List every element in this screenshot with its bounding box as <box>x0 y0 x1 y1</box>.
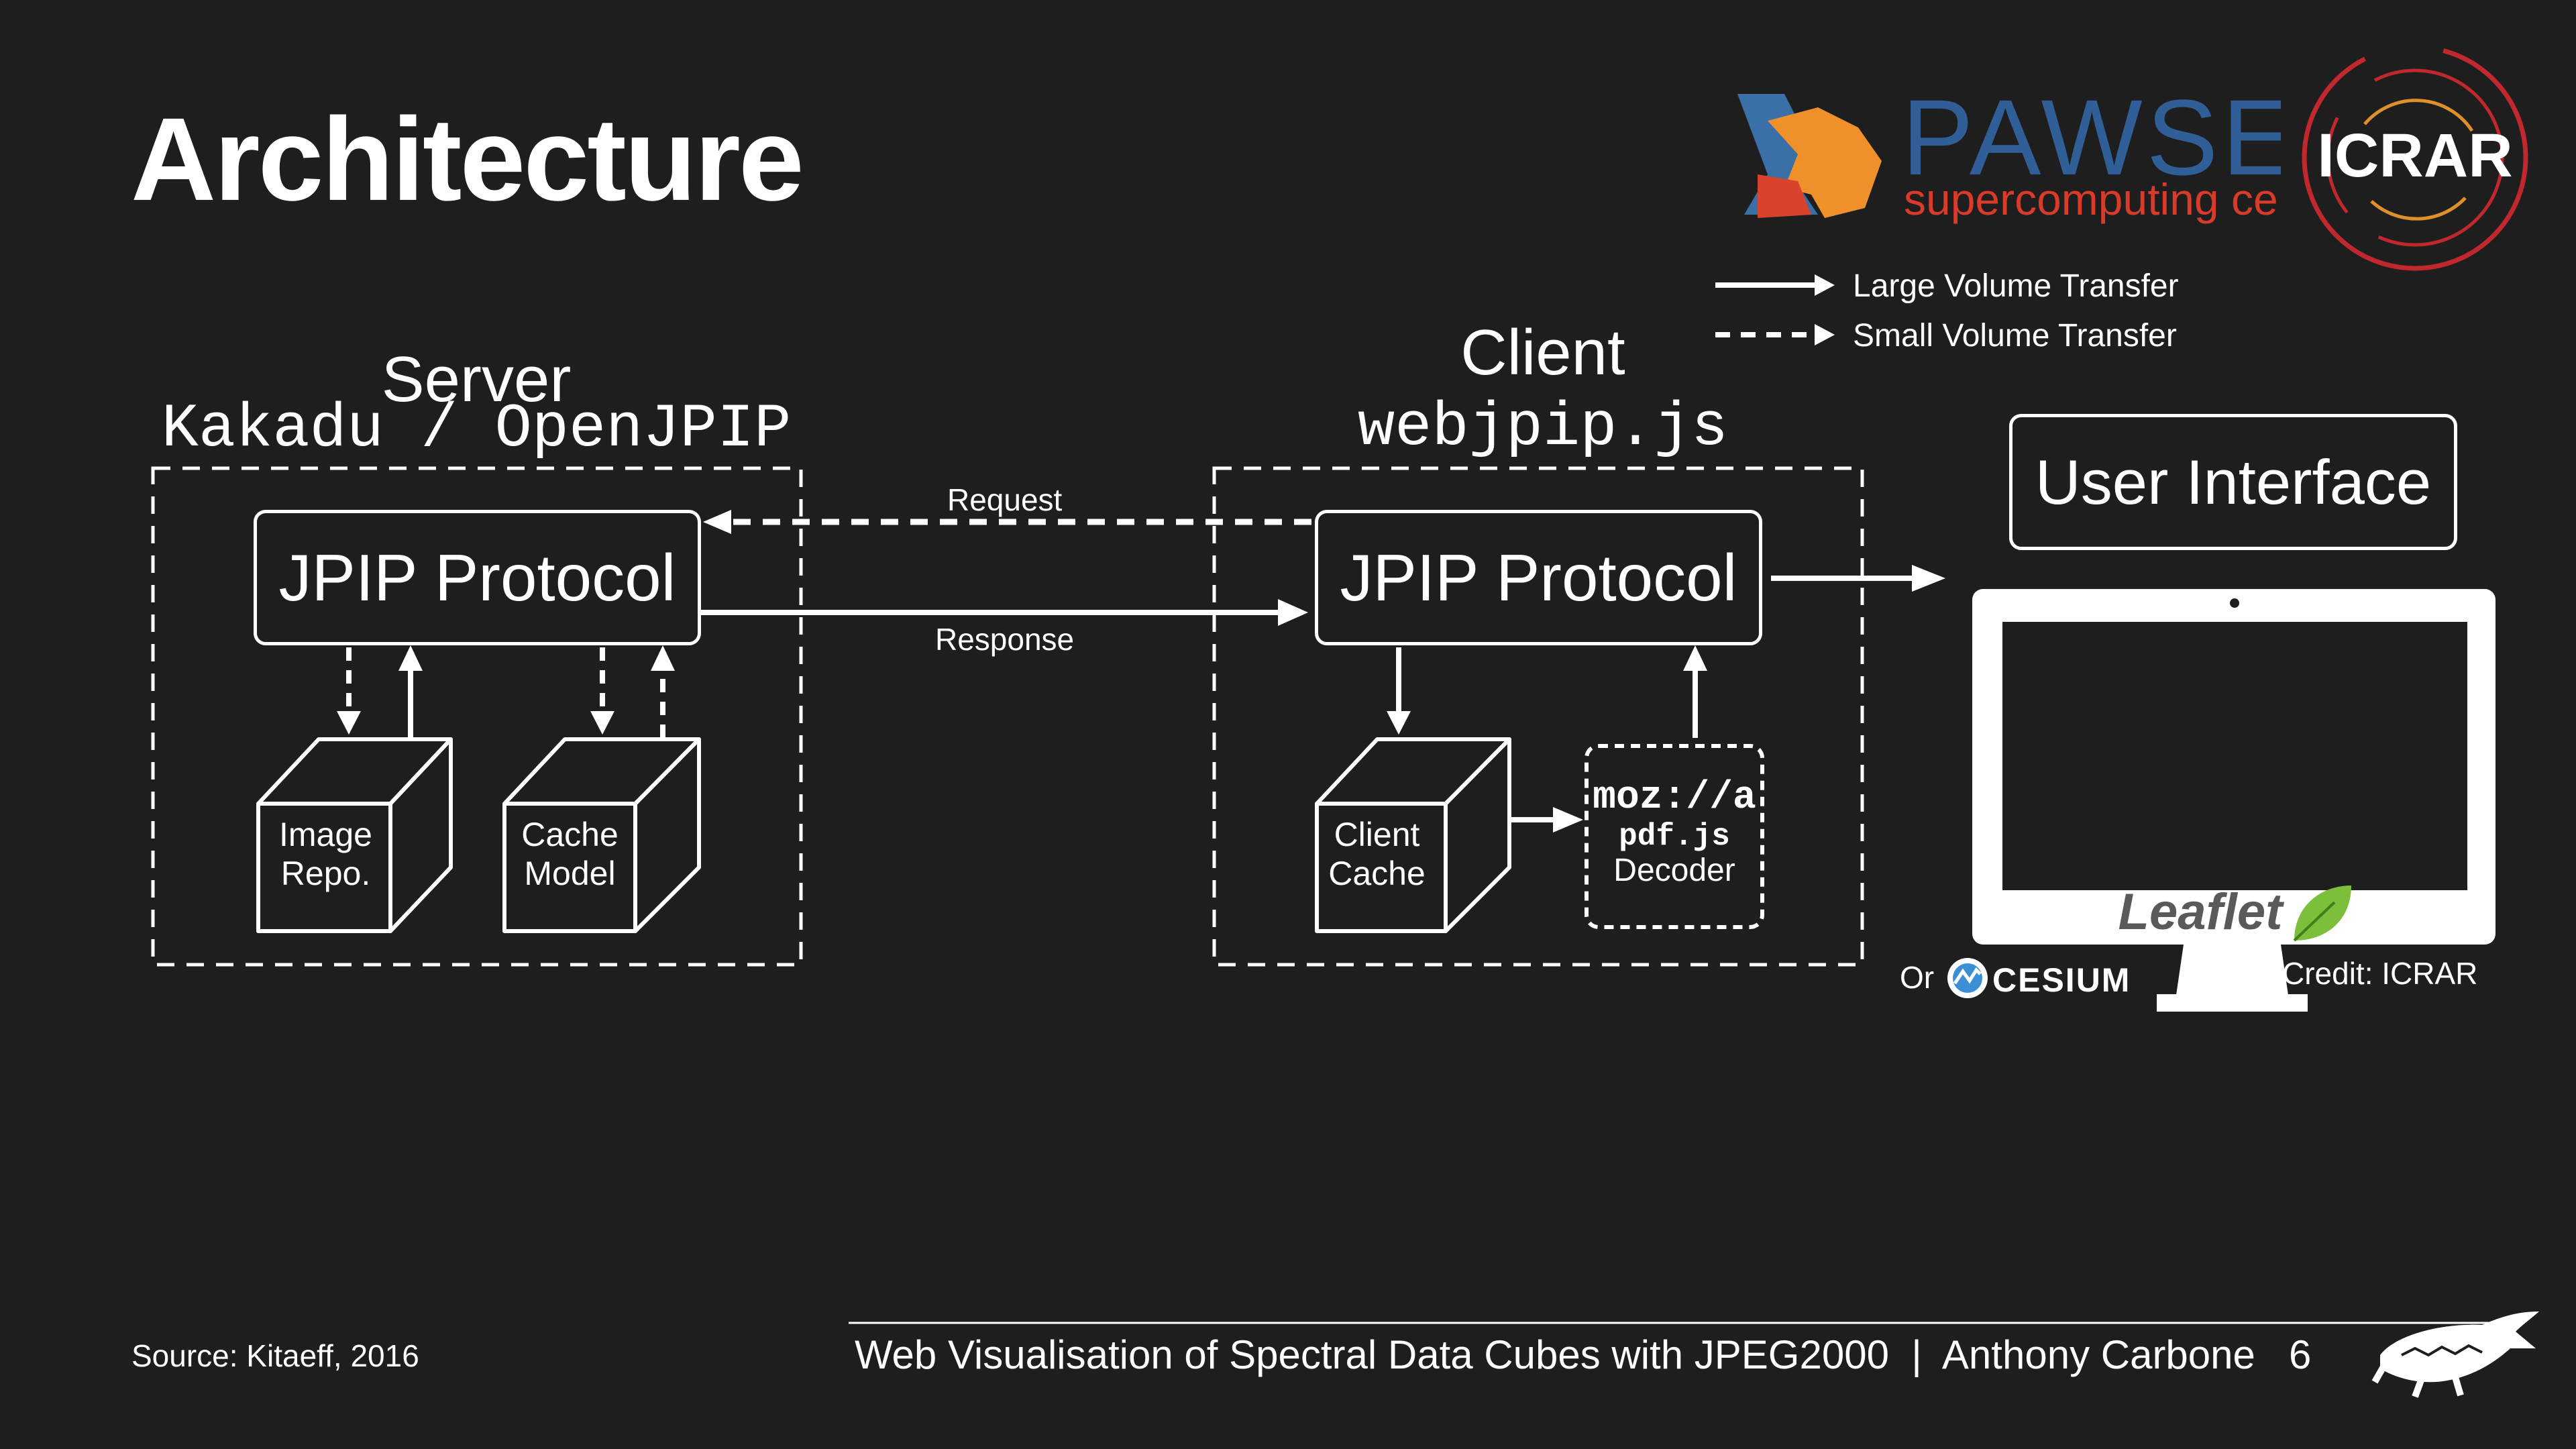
decoder-label: moz://a pdf.js Decoder <box>1587 777 1762 889</box>
cache-model-cube <box>502 737 701 933</box>
server-subheading: Kakadu / OpenJPIP <box>161 394 792 464</box>
leaflet-text: Leaflet <box>2118 883 2285 941</box>
decoder-box <box>1585 744 1764 929</box>
icrar-name: ICRAR <box>2317 121 2512 190</box>
page-number: 6 <box>2289 1332 2312 1377</box>
client-cache-cube <box>1315 737 1511 933</box>
request-label: Request <box>947 482 1063 517</box>
client-container <box>1212 466 1864 967</box>
cache-to-decoder-arrowhead <box>1553 807 1583 833</box>
client-subheading: webjpip.js <box>1357 392 1729 463</box>
monitor-icon <box>1972 589 2496 1012</box>
legend-large-label: Large Volume Transfer <box>1853 268 2179 304</box>
source-citation: Source: Kitaeff, 2016 <box>131 1338 419 1373</box>
decoder-text: Decoder <box>1613 853 1735 889</box>
repo-down-arrowhead <box>337 711 361 735</box>
response-arrowhead <box>1278 599 1308 626</box>
response-label: Response <box>935 622 1075 657</box>
request-arrowhead <box>703 510 731 534</box>
slide-title: Architecture <box>131 94 804 225</box>
to-ui-arrowhead <box>1912 565 1945 592</box>
mozilla-wordmark: moz://a <box>1593 776 1756 820</box>
cesium-wordmark: CESIUM <box>1992 961 2131 999</box>
or-label: Or <box>1900 960 1935 995</box>
server-heading: Server <box>381 343 572 415</box>
legend-solid-arrowhead <box>1815 274 1835 296</box>
client-heading: Client <box>1460 317 1625 388</box>
repo-up-arrowhead <box>398 645 423 671</box>
cache-down-arrowhead <box>590 711 614 735</box>
icrar-logo: ICRAR <box>2284 30 2546 285</box>
legend-dashed-arrowhead <box>1815 324 1835 345</box>
footer-title: Web Visualisation of Spectral Data Cubes… <box>855 1332 2255 1377</box>
server-container <box>151 466 803 967</box>
decoder-up-arrowhead <box>1683 645 1707 671</box>
image-repo-cube <box>256 737 453 933</box>
credit-label: Credit: ICRAR <box>2282 956 2478 991</box>
crocodile-logo <box>2371 1311 2539 1398</box>
clientcache-down-arrowhead <box>1387 711 1411 735</box>
user-interface-box: User Interface <box>2009 414 2457 550</box>
cache-up-arrowhead <box>651 645 675 671</box>
pawsey-tagline: supercomputing centre <box>1904 174 2281 224</box>
legend: Large Volume Transfer Small Volume Trans… <box>1714 265 2184 366</box>
client-jpip-protocol-box: JPIP Protocol <box>1315 510 1762 645</box>
server-jpip-protocol-box: JPIP Protocol <box>254 510 701 645</box>
pdfjs-label: pdf.js <box>1619 818 1730 854</box>
legend-small-label: Small Volume Transfer <box>1853 318 2177 354</box>
